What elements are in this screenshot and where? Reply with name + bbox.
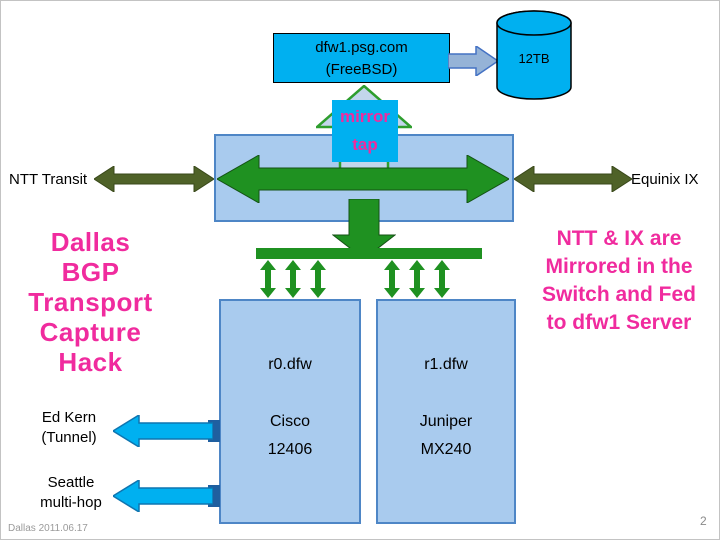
- router-box-r1: r1.dfw Juniper MX240: [376, 299, 516, 524]
- ntt-transit-label: NTT Transit: [9, 171, 88, 188]
- note-line: Switch and Fed: [541, 283, 696, 306]
- port-mirror-arrow-icon: [434, 260, 450, 298]
- router-r0-vendor: Cisco: [269, 413, 310, 430]
- storage-cylinder-icon: [496, 10, 572, 100]
- note-line: to dfw1 Server: [546, 311, 692, 334]
- note-line: NTT & IX are: [556, 227, 682, 250]
- router-r0-model: 12406: [267, 441, 313, 458]
- storage-label: 12TB: [518, 51, 550, 66]
- ntt-transit-arrow-icon: [94, 166, 214, 192]
- page-number: 2: [700, 514, 707, 528]
- port-mirror-arrow-icon: [384, 260, 400, 298]
- seattle-multihop-arrow-icon: [113, 480, 213, 512]
- ed-kern-label: Ed Kern (Tunnel): [21, 408, 117, 448]
- equinix-ix-label: Equinix IX: [631, 171, 699, 188]
- port-mirror-arrow-icon: [409, 260, 425, 298]
- server-os: (FreeBSD): [325, 61, 398, 78]
- footer-date: Dallas 2011.06.17: [8, 523, 88, 534]
- title-line: Hack: [58, 347, 123, 377]
- ed-kern-tunnel-arrow-icon: [113, 415, 213, 447]
- server-box: dfw1.psg.com (FreeBSD): [273, 33, 450, 83]
- title-line: Capture: [39, 317, 142, 347]
- mirror-tap-label: mirror tap: [332, 100, 398, 162]
- equinix-ix-arrow-icon: [514, 166, 632, 192]
- port-mirror-arrow-icon: [260, 260, 276, 298]
- slide-title: Dallas BGP Transport Capture Hack: [13, 227, 168, 377]
- mirror-tap-line1: mirror: [339, 107, 391, 126]
- router-r1-model: MX240: [420, 441, 472, 458]
- router-r1-vendor: Juniper: [419, 413, 473, 430]
- server-name: dfw1.psg.com: [315, 39, 408, 56]
- seattle-label: Seattle multi-hop: [21, 473, 121, 513]
- title-line: Dallas: [50, 227, 131, 257]
- router-r0-name: r0.dfw: [268, 356, 312, 373]
- mirror-bus-bar: [256, 248, 482, 259]
- seattle-line2: multi-hop: [40, 494, 102, 511]
- port-mirror-arrow-icon: [285, 260, 301, 298]
- mirror-tap-line2: tap: [352, 135, 378, 154]
- router-box-r0: r0.dfw Cisco 12406: [219, 299, 361, 524]
- ed-kern-line1: Ed Kern: [41, 409, 97, 426]
- seattle-line1: Seattle: [47, 474, 95, 491]
- mirror-note: NTT & IX are Mirrored in the Switch and …: [519, 225, 719, 337]
- note-line: Mirrored in the: [545, 255, 693, 278]
- router-r1-name: r1.dfw: [424, 356, 468, 373]
- ed-kern-line2: (Tunnel): [41, 429, 97, 446]
- switch-backplane-arrow-icon: [217, 155, 509, 203]
- port-mirror-arrow-icon: [310, 260, 326, 298]
- title-line: BGP: [61, 257, 120, 287]
- server-storage-arrow-icon: [448, 46, 498, 76]
- title-line: Transport: [28, 287, 153, 317]
- mirror-feed-down-arrow-icon: [332, 199, 396, 259]
